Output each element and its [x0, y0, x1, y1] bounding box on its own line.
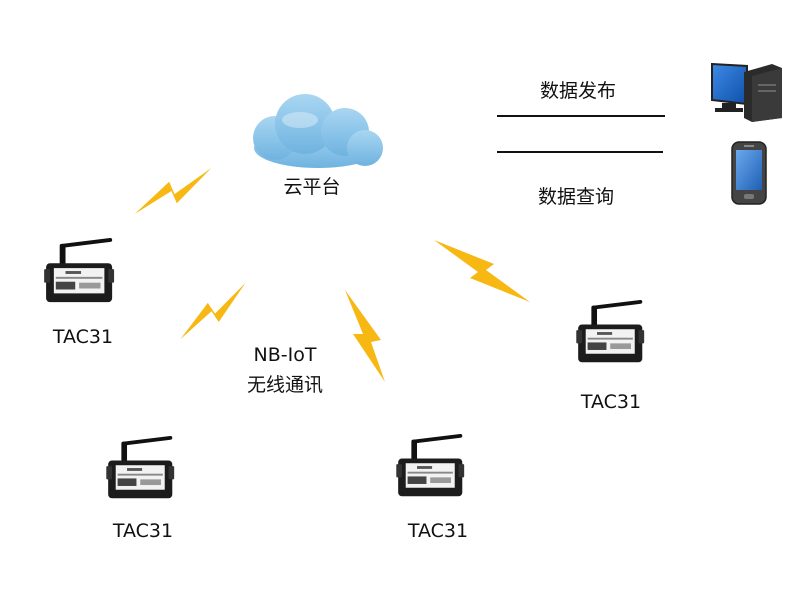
data-publish-label: 数据发布	[539, 80, 617, 102]
network-protocol-label: NB-IoT	[253, 344, 317, 366]
data-query-label: 数据查询	[537, 186, 615, 208]
cloud-platform-label: 云平台	[283, 176, 341, 198]
mobile-phone-icon	[731, 141, 767, 205]
device-label: TAC31	[580, 391, 642, 413]
lightning-icon	[434, 240, 530, 302]
tac31-device-icon	[106, 436, 177, 501]
lightning-icon	[172, 282, 254, 340]
network-label: NB-IoT 无线通讯	[225, 340, 345, 400]
tac31-device-icon	[576, 300, 647, 365]
device-label: TAC31	[407, 520, 469, 542]
lightning-icon	[134, 168, 212, 214]
device-label: TAC31	[52, 326, 114, 348]
cloud-icon	[253, 94, 383, 168]
desktop-computer-icon	[711, 62, 782, 122]
tac31-device-icon	[44, 238, 117, 305]
tac31-device-icon	[396, 434, 467, 499]
network-description-label: 无线通讯	[246, 374, 323, 396]
device-label: TAC31	[112, 520, 174, 542]
lightning-icon	[345, 290, 385, 382]
